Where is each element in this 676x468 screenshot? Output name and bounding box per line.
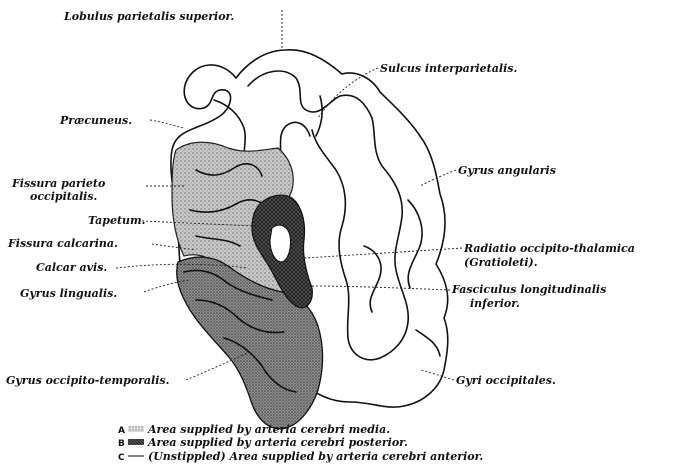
label-fasciculus-line2: inferior. — [470, 297, 520, 310]
legend-swatch-dark — [128, 439, 144, 445]
legend-letter-c: C — [118, 453, 125, 463]
label-fasciculus-line1: Fasciculus longitudinalis — [451, 283, 606, 296]
label-radiatio-line2: (Gratioleti). — [464, 256, 538, 269]
label-gyrus-occipito-temporalis: Gyrus occipito-temporalis. — [6, 374, 170, 387]
label-radiatio-line1: Radiatio occipito-thalamica — [463, 242, 635, 255]
label-gyrus-angularis: Gyrus angularis — [458, 164, 556, 177]
legend-text-a: Area supplied by arteria cerebri media. — [147, 423, 390, 436]
legend-letter-b: B — [118, 439, 125, 449]
label-calcar-avis: Calcar avis. — [36, 261, 107, 274]
legend-text-b: Area supplied by arteria cerebri posteri… — [147, 436, 408, 449]
label-fissura-calcarina: Fissura calcarina. — [7, 237, 118, 250]
legend-text-c: (Unstippled) Area supplied by arteria ce… — [148, 450, 483, 463]
label-fissura-parieto-occipitalis-line2: occipitalis. — [30, 190, 98, 203]
legend-swatch-stippled — [128, 426, 144, 432]
figure-labels: Lobulus parietalis superior. Sulcus inte… — [6, 10, 635, 387]
label-gyri-occipitales: Gyri occipitales. — [456, 374, 556, 387]
legend-item-c: C (Unstippled) Area supplied by arteria … — [118, 450, 483, 463]
label-sulcus-interparietalis: Sulcus interparietalis. — [380, 62, 517, 75]
legend-item-b: B Area supplied by arteria cerebri poste… — [118, 436, 408, 449]
legend-item-a: A Area supplied by arteria cerebri media… — [118, 423, 390, 436]
label-praecuneus: Præcuneus. — [59, 114, 132, 127]
label-fissura-parieto-occipitalis-line1: Fissura parieto — [11, 177, 105, 190]
label-tapetum: Tapetum. — [88, 214, 146, 227]
label-gyrus-lingualis: Gyrus lingualis. — [20, 287, 117, 300]
legend-letter-a: A — [118, 426, 125, 436]
legend: A Area supplied by arteria cerebri media… — [118, 423, 483, 463]
label-lobulus-parietalis-superior: Lobulus parietalis superior. — [63, 10, 234, 23]
